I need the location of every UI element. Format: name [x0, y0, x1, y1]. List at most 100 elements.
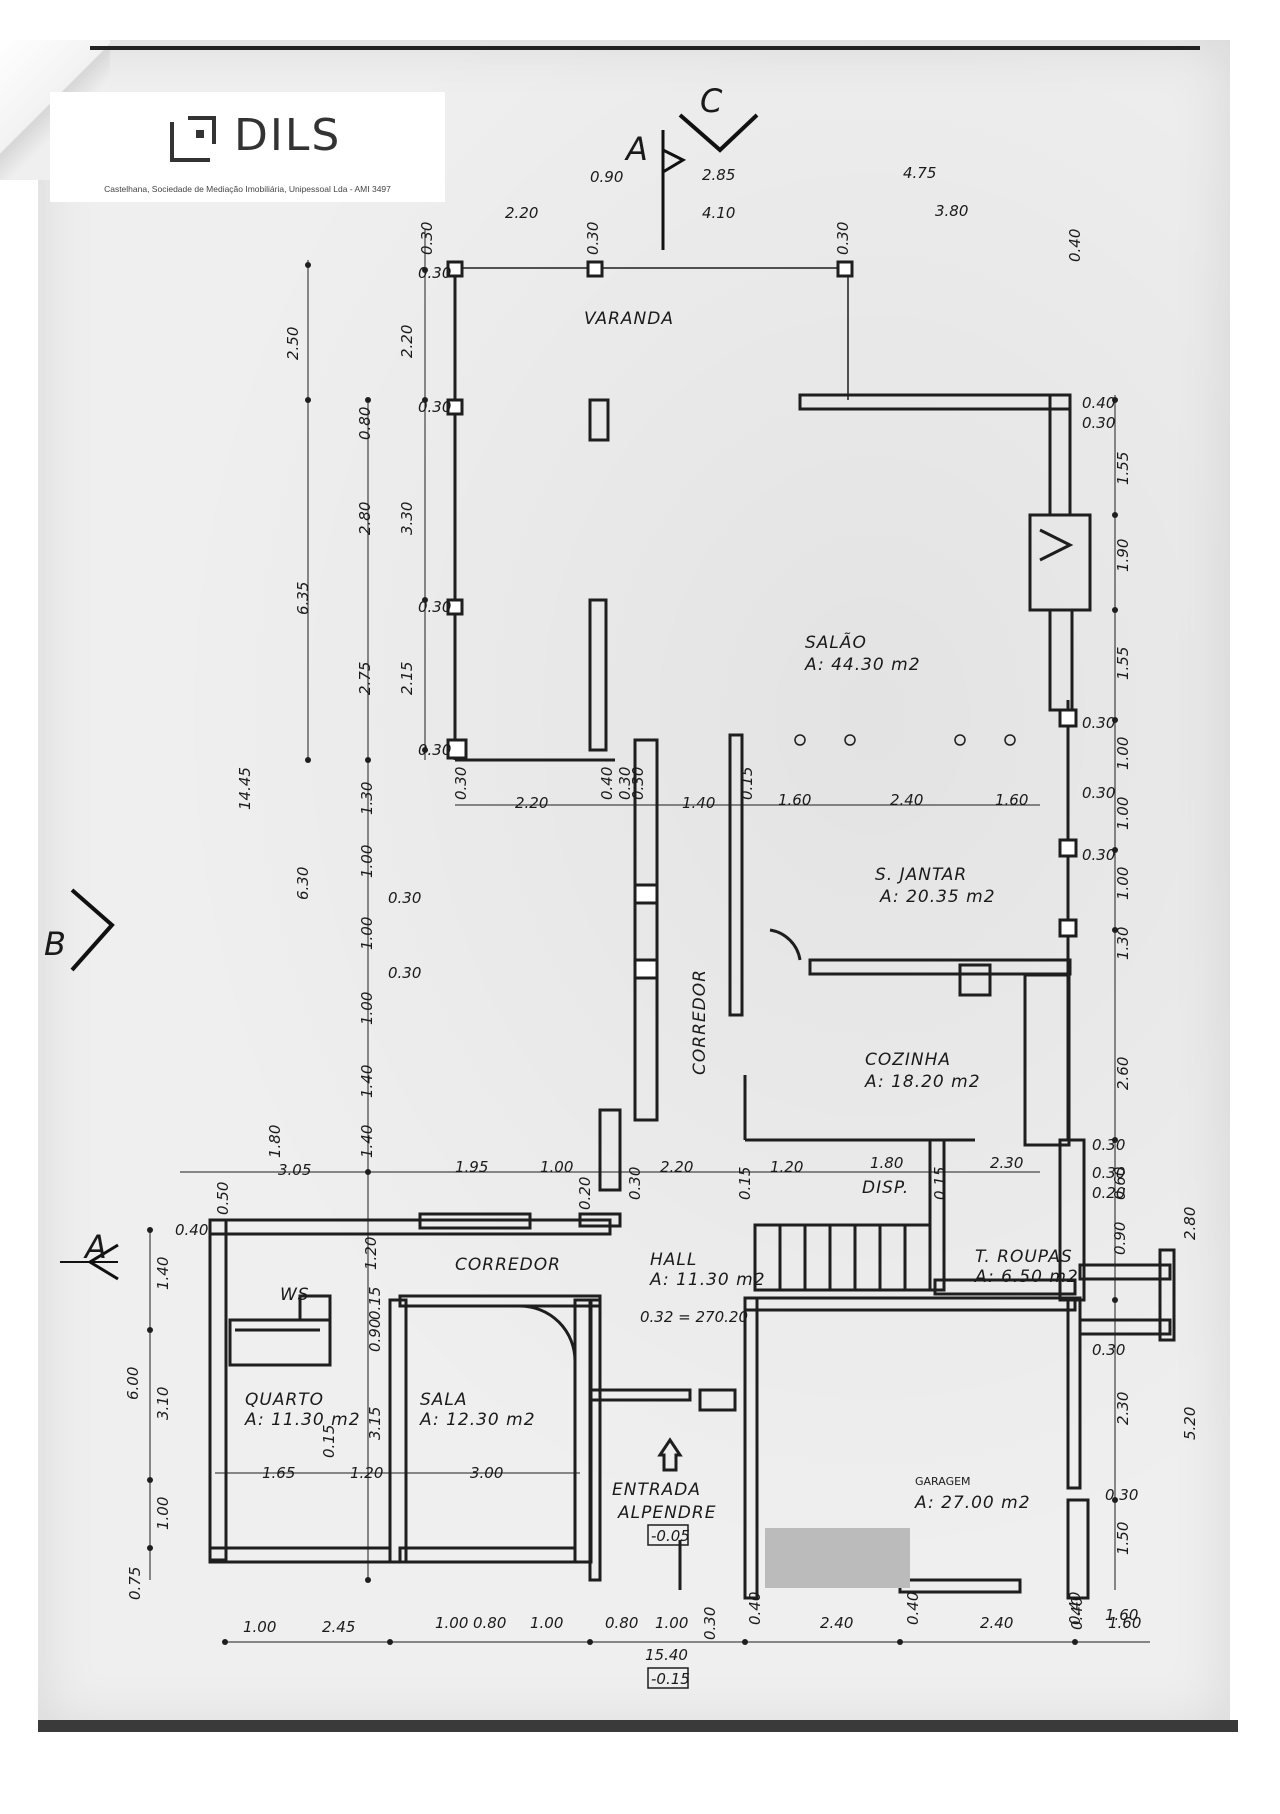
section-c-letter: C — [700, 82, 723, 120]
dim-left-low-0: 0.50 — [214, 1182, 232, 1215]
room-garagem-label: GARAGEM — [915, 1475, 971, 1488]
dim-left-inner-1: 0.80 — [356, 407, 374, 440]
dim-left-small-2: 0.30 — [418, 598, 451, 616]
dim-bottom-8: 0.40 — [746, 1592, 764, 1625]
dim-row-low-4: 1.20 — [770, 1158, 803, 1176]
room-entrada-name: ENTRADA — [612, 1480, 701, 1500]
dim-mid-0: 2.20 — [515, 794, 548, 812]
logo-tagline: Castelhana, Sociedade de Mediação Imobil… — [104, 184, 391, 194]
dim-right-5: 0.30 — [1082, 714, 1115, 732]
room-quarto-area: A: 11.30 m2 — [244, 1410, 361, 1430]
dim-row-low-2: 1.00 — [540, 1158, 573, 1176]
dim-right-21: 5.20 — [1181, 1407, 1199, 1440]
dim-bottom-6: 1.00 — [655, 1614, 688, 1632]
room-s-jantar-area: A: 20.35 m2 — [879, 887, 996, 907]
dim-left-inner-5: 2.75 — [356, 662, 374, 695]
dim-right-9: 0.30 — [1082, 846, 1115, 864]
dim-left-low-8: 0.15 — [366, 1287, 384, 1320]
dim-left-inner-9: 1.00 — [358, 992, 376, 1025]
dim-left-low-6: 0.75 — [126, 1567, 144, 1600]
logo-card: DILS Castelhana, Sociedade de Mediação I… — [50, 92, 445, 202]
sheet-top-edge — [90, 46, 1200, 50]
dim-row-low-7: 0.30 — [626, 1167, 644, 1200]
dim-right-18: 2.80 — [1181, 1207, 1199, 1240]
dim-left-outer-2: 14.45 — [236, 767, 254, 810]
dim-left-inner-2: 3.30 — [398, 502, 416, 535]
dim-left-outer-1: 6.35 — [294, 582, 312, 615]
dim-left-low-4: 3.10 — [154, 1387, 172, 1420]
room-cozinha-area: A: 18.20 m2 — [864, 1072, 981, 1092]
dim-mid-3: 1.40 — [682, 794, 715, 812]
dim-left-small-4: 0.30 — [388, 889, 421, 907]
dim-row-low-5: 1.80 — [870, 1154, 903, 1172]
dim-top-small-1: 0.30 — [584, 222, 602, 255]
dim-left-low-3: 6.00 — [124, 1367, 142, 1400]
dim-bottom-2: 1.00 — [435, 1614, 468, 1632]
dim-top1-1: 2.85 — [702, 166, 735, 184]
dim-bottom-1: 2.45 — [322, 1618, 355, 1636]
room-sala-area: A: 12.30 m2 — [419, 1410, 536, 1430]
dim-left-small-1: 0.30 — [418, 398, 451, 416]
dim-sala-row-1: 1.20 — [350, 1464, 383, 1482]
dim-top-small-0: 0.30 — [418, 222, 436, 255]
room-salao-name: SALÃO — [805, 631, 867, 653]
dim-left-inner-3: 2.80 — [356, 502, 374, 535]
dim-right-12: 2.60 — [1114, 1057, 1132, 1090]
dim-bottom-7: 0.30 — [701, 1607, 719, 1640]
dim-top1-0: 0.90 — [590, 168, 623, 186]
dim-sala-row-2: 3.00 — [470, 1464, 503, 1482]
room-corredor-vertical: CORREDOR — [690, 969, 710, 1075]
dim-right-1: 0.30 — [1082, 414, 1115, 432]
sheet-bottom-shadow — [38, 1720, 1238, 1732]
dim-right-7: 0.30 — [1082, 784, 1115, 802]
dim-right-3: 1.90 — [1114, 539, 1132, 572]
dim-top2-2: 3.80 — [935, 202, 968, 220]
room-t-roupas-area: A: 6.50 m2 — [974, 1267, 1079, 1287]
dimension-lines — [149, 230, 1150, 1643]
section-a-top-letter: A — [624, 130, 648, 168]
dim-top2-0: 2.20 — [505, 204, 538, 222]
dim-right-16: 0.20 — [1092, 1184, 1125, 1202]
dim-mid-6: 2.40 — [890, 791, 923, 809]
dim-left-low-11: 0.15 — [320, 1425, 338, 1458]
room-ws: WS — [280, 1285, 310, 1305]
dim-mid-4: 0.15 — [738, 767, 756, 800]
dim-right-4: 1.55 — [1114, 647, 1132, 680]
dim-mid-1: 0.40 — [598, 767, 616, 800]
dim-right-23: 1.50 — [1114, 1522, 1132, 1555]
dim-right-17: 0.90 — [1111, 1222, 1129, 1255]
dim-left-small-7: 0.30 — [629, 767, 647, 800]
room-disp: DISP. — [862, 1178, 909, 1198]
dim-left-low-10: 3.15 — [366, 1407, 384, 1440]
level-box-entrada — [647, 1524, 689, 1546]
dim-left-outer-3: 6.30 — [294, 867, 312, 900]
dim-left-inner-7: 1.00 — [358, 845, 376, 878]
dim-total: 15.40 — [645, 1646, 688, 1664]
dim-left-small-5: 0.30 — [388, 964, 421, 982]
dim-bottom-3: 0.80 — [473, 1614, 506, 1632]
walls — [208, 260, 1176, 1600]
level-bottom: -0.15 — [651, 1670, 690, 1688]
dim-row-low-10: 0.20 — [576, 1177, 594, 1210]
dim-row-low-6: 2.30 — [990, 1154, 1023, 1172]
room-garagem-area: A: 27.00 m2 — [914, 1493, 1031, 1513]
dim-left-low-1: 0.40 — [175, 1221, 208, 1239]
dim-row-low-3: 2.20 — [660, 1158, 693, 1176]
room-salao-area: A: 44.30 m2 — [804, 655, 921, 675]
section-b-letter: B — [44, 925, 66, 963]
dim-right-8: 1.00 — [1114, 797, 1132, 830]
dim-right-19: 0.30 — [1092, 1341, 1125, 1359]
dim-bottom-5: 0.80 — [605, 1614, 638, 1632]
dim-left-outer-0: 2.50 — [284, 327, 302, 360]
dim-left-low-7: 1.20 — [362, 1237, 380, 1270]
room-hall-name: HALL — [650, 1250, 697, 1270]
room-hall-area: A: 11.30 m2 — [649, 1270, 766, 1290]
dim-right-11: 1.30 — [1114, 927, 1132, 960]
dim-right-25: 1.60 — [1105, 1606, 1138, 1624]
level-entrada: -0.05 — [651, 1527, 690, 1545]
dim-right-15: 0.60 — [1111, 1167, 1129, 1200]
dimension-ticks — [147, 262, 1118, 1645]
dim-left-inner-4: 2.15 — [398, 662, 416, 695]
dim-right-22: 0.30 — [1105, 1486, 1138, 1504]
